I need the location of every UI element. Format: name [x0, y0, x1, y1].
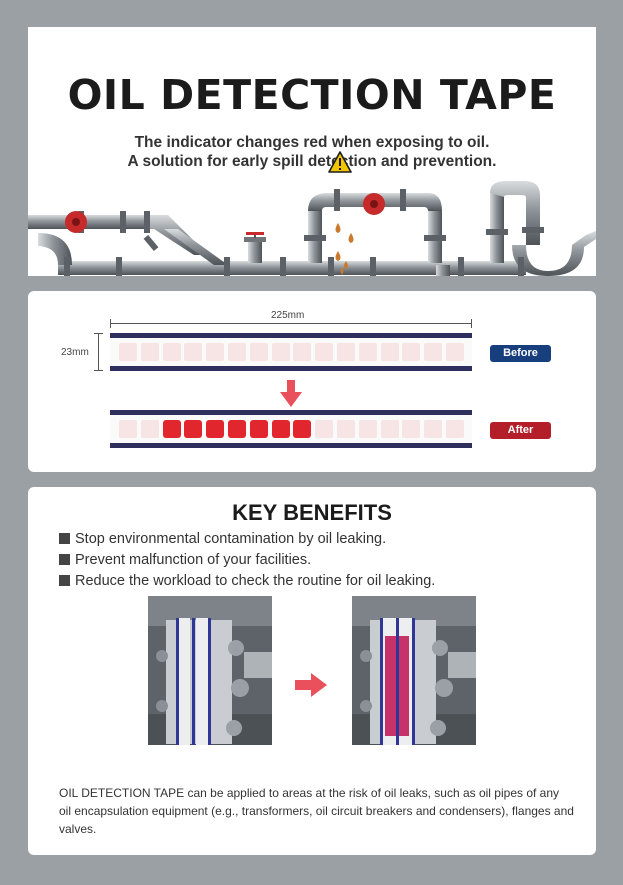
- arrow-right-icon: [295, 673, 327, 697]
- bullet-square-icon: [59, 554, 70, 565]
- dimension-tick: [94, 333, 103, 334]
- tape-indicator-cell: [162, 343, 181, 361]
- tape-indicator-cell: [315, 343, 334, 361]
- tape-indicator-cell: [184, 343, 203, 361]
- after-badge: After: [490, 422, 551, 439]
- tape-indicator-cell: [446, 343, 464, 361]
- tape-indicator-cell: [271, 420, 290, 438]
- height-dimension-line: [98, 333, 99, 371]
- flange-photo-after: [352, 596, 476, 745]
- tape-indicator-cell: [424, 420, 443, 438]
- benefits-title: KEY BENEFITS: [232, 500, 392, 525]
- tape-indicator-cell: [228, 343, 246, 361]
- tape-before: [110, 333, 472, 371]
- tape-indicator-cell: [249, 420, 268, 438]
- subtitle-line-2: A solution for early spill detection and…: [127, 153, 497, 170]
- tape-indicator-cell: [402, 343, 421, 361]
- tape-indicator-cell: [380, 343, 399, 361]
- tape-indicator-cell: [184, 420, 203, 438]
- tape-indicator-cell: [358, 420, 377, 438]
- tape-indicator-cell: [315, 420, 334, 438]
- tape-after: [110, 410, 472, 448]
- usage-note: OIL DETECTION TAPE can be applied to are…: [59, 786, 574, 836]
- tape-indicator-cell: [271, 343, 290, 361]
- page-title: OIL DETECTION TAPE: [67, 71, 557, 119]
- tape-indicator-cell: [206, 420, 225, 438]
- arrow-down-icon: [280, 380, 302, 407]
- tape-indicator-cell: [162, 420, 181, 438]
- tape-indicator-cell: [140, 343, 159, 361]
- tape-indicator-cell: [402, 420, 421, 438]
- pipeline-illustration: [28, 181, 596, 276]
- bullet-square-icon: [59, 575, 70, 586]
- benefit-item: Reduce the workload to check the routine…: [59, 573, 435, 589]
- subtitle-line-1: The indicator changes red when exposing …: [134, 134, 490, 151]
- tape-indicator-cell: [206, 343, 225, 361]
- width-dimension-line: [110, 323, 472, 324]
- dimension-tick: [94, 370, 103, 371]
- oil-drops-icon: [335, 223, 354, 275]
- tape-indicator-cell: [380, 420, 399, 438]
- tape-indicator-cell: [228, 420, 246, 438]
- tape-diagram-card: 225mm 23mm Before After: [28, 291, 596, 472]
- tape-indicator-cell: [119, 343, 137, 361]
- tape-indicator-cell: [337, 343, 355, 361]
- tape-indicator-cell: [424, 343, 443, 361]
- tape-indicator-cell: [293, 343, 312, 361]
- before-badge: Before: [490, 345, 551, 362]
- tape-indicator-cell: [293, 420, 312, 438]
- warning-icon: [328, 151, 352, 173]
- tape-indicator-cell: [337, 420, 355, 438]
- tape-indicator-cell: [358, 343, 377, 361]
- tape-indicator-cell: [249, 343, 268, 361]
- benefit-item: Prevent malfunction of your facilities.: [59, 552, 311, 568]
- tape-indicator-cell: [119, 420, 137, 438]
- benefit-item: Stop environmental contamination by oil …: [59, 531, 386, 547]
- hero-card: OIL DETECTION TAPE The indicator changes…: [28, 27, 596, 276]
- dimension-tick: [471, 319, 472, 328]
- tape-indicator-cell: [446, 420, 464, 438]
- bullet-square-icon: [59, 533, 70, 544]
- height-label: 23mm: [61, 347, 89, 358]
- dimension-tick: [110, 319, 111, 328]
- flange-photo-before: [148, 596, 272, 745]
- benefits-card: KEY BENEFITS Stop environmental contamin…: [28, 487, 596, 855]
- tape-indicator-cell: [140, 420, 159, 438]
- width-label: 225mm: [271, 310, 305, 321]
